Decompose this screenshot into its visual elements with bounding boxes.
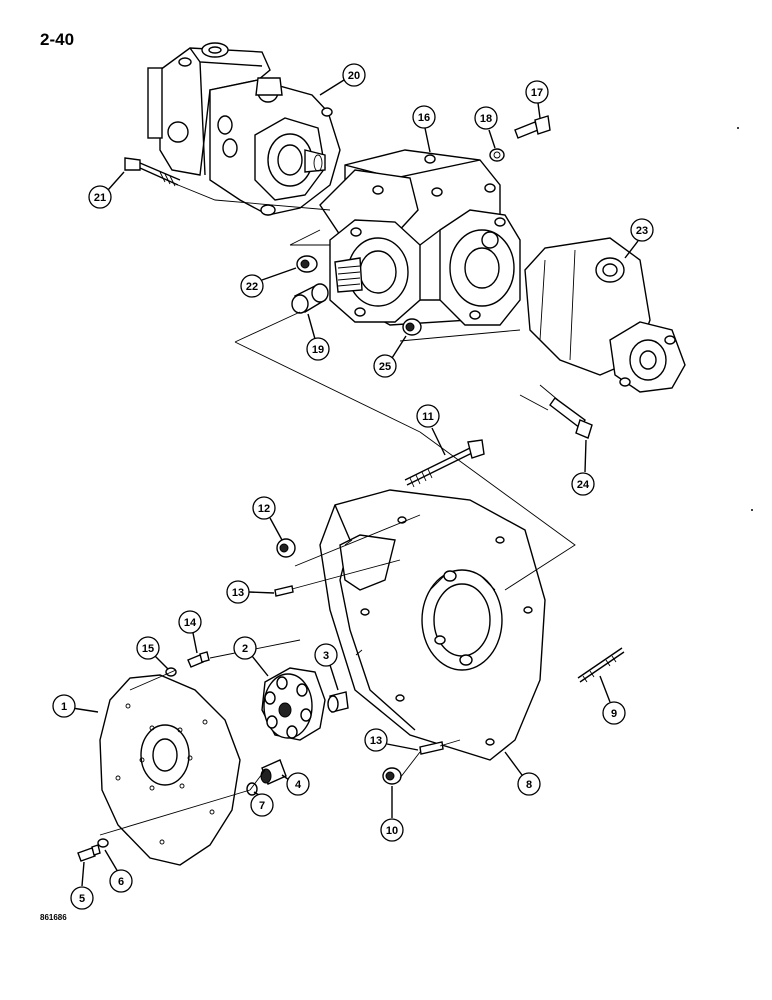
part-22-nut: [296, 255, 318, 273]
part-12-nut: [276, 538, 296, 558]
callout-8: 8: [504, 751, 541, 796]
svg-text:10: 10: [386, 825, 398, 837]
speck: [751, 509, 753, 511]
svg-text:12: 12: [258, 503, 270, 515]
svg-text:6: 6: [118, 876, 124, 888]
callout-4: 4: [281, 772, 310, 796]
part-25-nut: [402, 318, 422, 336]
svg-text:24: 24: [577, 479, 590, 491]
part-19-spacer: [291, 283, 329, 314]
callout-13-upper: 13: [226, 580, 275, 604]
svg-text:13: 13: [232, 587, 244, 599]
svg-text:11: 11: [422, 411, 434, 423]
part-5-bolt: [77, 844, 101, 862]
svg-text:15: 15: [142, 643, 154, 655]
part-1-flex-plate: [99, 674, 241, 866]
figure-code: 861686: [40, 913, 67, 922]
part-3-plug: [327, 691, 349, 713]
callout-11: 11: [416, 404, 446, 456]
callout-5: 5: [70, 861, 94, 910]
callout-24: 24: [571, 439, 595, 496]
alignment-lines: [99, 184, 576, 836]
page-number: 2-40: [40, 30, 75, 49]
part-23-gear-pump: [524, 237, 686, 393]
part-24-bolt: [549, 397, 593, 439]
part-21-bolt: [124, 157, 181, 187]
callout-22: 22: [240, 267, 297, 298]
svg-text:4: 4: [295, 779, 302, 791]
callout-1: 1: [52, 694, 99, 718]
part-6-washer: [97, 838, 109, 848]
svg-text:25: 25: [379, 361, 391, 373]
callout-12: 12: [252, 496, 283, 541]
part-14-bolt: [187, 651, 210, 668]
callout-16: 16: [412, 105, 436, 153]
part-10-nut: [382, 767, 402, 785]
part-2-drive-coupling: [261, 667, 326, 741]
part-13-dowel-pin-lower: [419, 741, 444, 755]
svg-text:8: 8: [526, 779, 532, 791]
part-9-stud: [577, 647, 625, 683]
svg-text:1: 1: [61, 701, 67, 713]
callout-20: 20: [319, 63, 366, 96]
svg-text:14: 14: [184, 617, 197, 629]
svg-text:3: 3: [323, 650, 329, 662]
part-13-dowel-pin-upper: [274, 585, 294, 597]
speck: [737, 127, 739, 129]
svg-text:5: 5: [79, 893, 85, 905]
svg-text:19: 19: [312, 344, 324, 356]
callout-2: 2: [233, 636, 269, 677]
callout-21: 21: [88, 171, 125, 209]
callout-15: 15: [136, 636, 169, 670]
callout-7: 7: [250, 791, 274, 817]
svg-text:9: 9: [611, 708, 617, 720]
svg-text:21: 21: [94, 192, 106, 204]
part-17-bolt: [514, 115, 551, 139]
svg-text:7: 7: [259, 800, 265, 812]
callout-19: 19: [306, 313, 330, 361]
callout-13-lower: 13: [364, 728, 419, 752]
part-4-insert: [260, 759, 287, 785]
callout-17: 17: [525, 80, 549, 119]
callout-18: 18: [474, 106, 498, 149]
part-16-drive-adapter-housing: [319, 149, 521, 326]
svg-text:13: 13: [370, 735, 382, 747]
callout-10: 10: [380, 786, 404, 842]
callout-9: 9: [599, 675, 626, 725]
callout-23: 23: [624, 218, 654, 259]
part-20-hydraulic-pump: [147, 42, 341, 216]
svg-text:17: 17: [531, 87, 543, 99]
callout-25: 25: [373, 335, 407, 378]
part-11-long-bolt: [404, 439, 485, 488]
svg-text:22: 22: [246, 281, 258, 293]
callout-3: 3: [314, 643, 339, 691]
part-8-flywheel-housing: [319, 489, 546, 761]
svg-text:2: 2: [242, 643, 248, 655]
svg-text:23: 23: [636, 225, 648, 237]
part-18-nut: [489, 148, 505, 162]
callout-14: 14: [178, 610, 202, 654]
callout-6: 6: [104, 849, 133, 893]
svg-text:16: 16: [418, 112, 430, 124]
svg-text:20: 20: [348, 70, 360, 82]
svg-text:18: 18: [480, 113, 492, 125]
